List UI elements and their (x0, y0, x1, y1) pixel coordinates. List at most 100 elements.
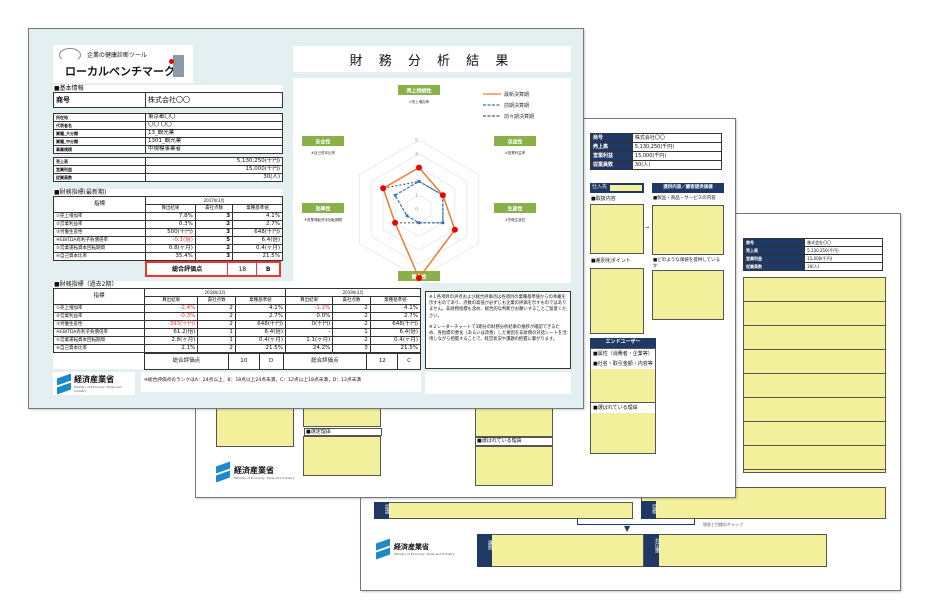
radar-point (416, 275, 422, 281)
axis-sublabel: ⑥自己資本比率 (311, 150, 336, 155)
local-benchmark-logo: 企業の健康診断ツール ローカルベンチマーク (53, 45, 193, 83)
result-value: 0.3% (145, 220, 196, 229)
axis-sublabel: ①売上増加率 (409, 99, 430, 104)
latest-total: 18 (227, 261, 258, 277)
radar-point (380, 185, 387, 192)
p2-rank: C (397, 353, 421, 370)
axis-label: 効率性 (315, 206, 330, 213)
indicator-name: ③労働生産性 (53, 228, 146, 237)
gap-text: 現状と目標のギャップ (703, 522, 743, 527)
sheet3-measure-label: 対応策 (644, 534, 660, 567)
legend-label: 前期決算期 (504, 102, 529, 109)
supplier-diff-field[interactable] (590, 268, 644, 334)
result-value: 1.1(ヶ月) (284, 336, 334, 345)
address-row: 事業規模中規模事業者 (53, 145, 283, 154)
supplier-header: 仕入先 (590, 183, 644, 193)
latest-indicator-title: ■財務指標(最新期) (53, 189, 283, 197)
address-label: 事業規模 (53, 145, 146, 154)
company-label: 商号 (742, 238, 806, 247)
logo-title: ローカルベンチマーク (65, 65, 175, 78)
score-value: 3 (194, 252, 234, 261)
select-reason-field[interactable] (303, 436, 381, 476)
radar-point (439, 192, 446, 199)
offering-field[interactable] (652, 205, 724, 255)
note-1: ※１各項目の評点および総合評価点は各項目の業種基準値からの乖離を示すものであり、… (429, 295, 567, 319)
result-value: -0.3% (143, 312, 199, 321)
result-value: 2.8(ヶ月) (143, 336, 199, 345)
chosen-reason-label: ■選ばれている理由 (475, 437, 553, 446)
past-indicator-title: ■財務指標（過去2期） (53, 281, 421, 289)
benchmark-value: 6.4(倍) (232, 236, 283, 245)
axis-label: 生産性 (507, 206, 522, 213)
indicator-name: ⑥自己資本比率 (53, 252, 146, 261)
benchmark-value: 6.4(倍) (234, 328, 287, 337)
score-value: 2 (194, 220, 234, 229)
p2-total-label: 総合評価点 (282, 353, 368, 370)
enduser-reason-label: ■選ばれている理由 (593, 405, 638, 411)
benchmark-value: 648(千円) (234, 320, 287, 329)
enduser-field[interactable] (591, 369, 655, 403)
address-value: 1301_観光業 (145, 137, 283, 146)
column-header: 貴社点数 (194, 204, 234, 213)
note-2: ※２レーダーチャートで3期分の財務分析結果の推移が確認できるため、各指標の悪化（… (429, 324, 567, 343)
company-value: 15,000(千円) (631, 151, 723, 161)
score-value: 2 (332, 312, 371, 321)
chosen-reason-field[interactable] (475, 446, 553, 486)
benchmark-value: 21.5% (232, 252, 283, 261)
sheet3-current-field[interactable] (374, 502, 633, 519)
result-value: -393(千円) (143, 320, 199, 329)
score-value: 2 (197, 344, 236, 353)
address-row: 代表者名〇〇 〇〇 (53, 121, 283, 130)
radar-point (405, 214, 409, 218)
indicator-header: 指標 (53, 288, 145, 305)
finance-label: 営業利益 (53, 165, 146, 174)
arrow-down-icon: ▼ (624, 524, 631, 533)
value-field[interactable] (652, 270, 724, 320)
indicator-name: ⑤営業運転資本回転期間 (53, 336, 145, 345)
logo-subtitle: 企業の健康診断ツール (87, 52, 148, 59)
sheet3-measure-field[interactable] (644, 534, 827, 567)
score-value: 1 (197, 336, 236, 345)
company-value: 株式会社〇〇 (804, 238, 883, 247)
finance-value: 15,000(千円) (145, 165, 283, 174)
benchmark-value: 0.4(ヶ月) (232, 244, 283, 253)
indicator-name: ③労働生産性 (53, 320, 145, 329)
period-header: 2017年3月 (145, 196, 283, 205)
legend-label: 最新決算期 (504, 91, 529, 98)
company-value: 株式会社〇〇 (631, 133, 723, 143)
period-header: 2018年3月 (144, 288, 286, 297)
company-value: 5,130,250(千円) (804, 246, 883, 255)
sheet3-issue-field[interactable] (477, 534, 644, 567)
radar-series-line (382, 180, 444, 224)
indicator-header: 指標 (53, 196, 146, 213)
radar-tick-label: 1 (415, 193, 418, 199)
address-value: 〇〇 〇〇 (145, 121, 283, 130)
enduser-reason-field[interactable] (591, 413, 655, 453)
radar-point (417, 179, 421, 183)
radar-point (416, 164, 422, 171)
radar-point (441, 221, 445, 225)
finance-value: 30(人) (145, 173, 283, 182)
finance-label: 売上高 (53, 157, 146, 166)
benchmark-value: 6.4(倍) (369, 328, 422, 337)
supplier-field[interactable] (590, 204, 644, 254)
address-label: 業種_大分類 (53, 129, 146, 138)
